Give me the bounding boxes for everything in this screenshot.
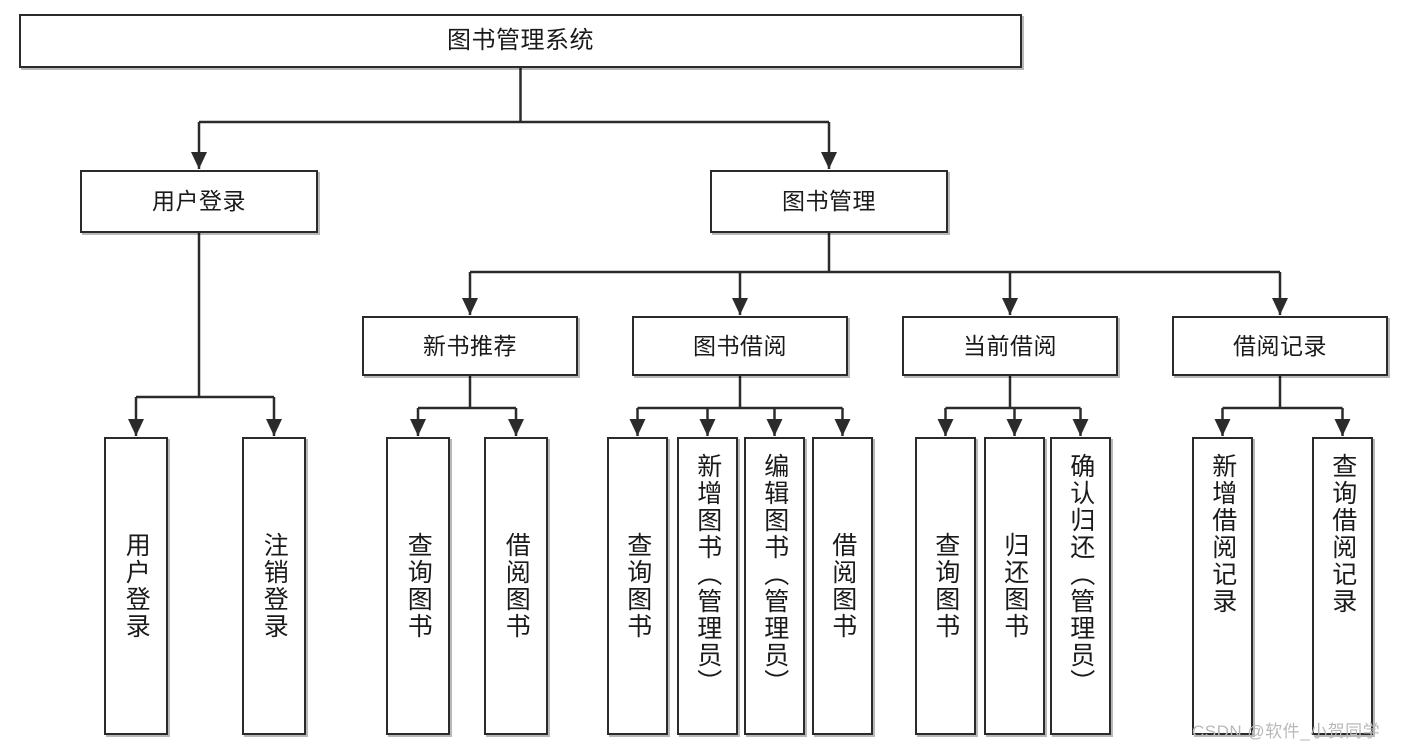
node-user-login: 用户登录 [80, 170, 318, 233]
node-label: 当前借阅 [963, 332, 1057, 359]
node-leaf-query-book-1: 查询图书 [386, 437, 450, 735]
node-leaf-user-login: 用户登录 [104, 437, 168, 735]
node-label: 借阅记录 [1233, 332, 1327, 359]
node-current-borrow: 当前借阅 [902, 316, 1118, 376]
node-label: 图书管理系统 [447, 27, 594, 55]
node-book-borrow: 图书借阅 [632, 316, 848, 376]
node-label: 编辑图书（管理员） [760, 453, 789, 696]
node-label: 新书推荐 [423, 332, 517, 359]
node-book-manage: 图书管理 [710, 170, 948, 233]
node-leaf-add-book: 新增图书（管理员） [677, 437, 738, 735]
node-leaf-query-record: 查询借阅记录 [1312, 437, 1373, 735]
node-leaf-query-book-3: 查询图书 [915, 437, 976, 735]
node-label: 确认归还（管理员） [1066, 453, 1095, 696]
node-borrow-record: 借阅记录 [1172, 316, 1388, 376]
node-leaf-borrow-book-2: 借阅图书 [812, 437, 873, 735]
node-label: 查询图书 [404, 532, 433, 640]
node-leaf-logout: 注销登录 [242, 437, 306, 735]
node-leaf-query-book-2: 查询图书 [607, 437, 668, 735]
node-label: 借阅图书 [502, 532, 531, 640]
node-label: 图书管理 [782, 188, 876, 215]
node-label: 用户登录 [152, 188, 246, 215]
node-label: 用户登录 [122, 532, 151, 640]
csdn-watermark: CSDN @软件_小贺同学 [1192, 722, 1381, 741]
node-leaf-add-record: 新增借阅记录 [1192, 437, 1253, 735]
node-new-book-rec: 新书推荐 [362, 316, 578, 376]
node-label: 归还图书 [1000, 532, 1029, 640]
node-label: 借阅图书 [828, 532, 857, 640]
node-root: 图书管理系统 [19, 14, 1022, 68]
node-leaf-confirm-return: 确认归还（管理员） [1050, 437, 1111, 735]
node-label: 注销登录 [260, 532, 289, 640]
node-label: 查询图书 [623, 532, 652, 640]
node-label: 查询借阅记录 [1328, 453, 1357, 615]
node-label: 查询图书 [931, 532, 960, 640]
node-leaf-edit-book: 编辑图书（管理员） [744, 437, 805, 735]
node-leaf-borrow-book-1: 借阅图书 [484, 437, 548, 735]
node-label: 新增借阅记录 [1208, 453, 1237, 615]
node-leaf-return-book: 归还图书 [984, 437, 1045, 735]
node-label: 新增图书（管理员） [693, 453, 722, 696]
node-label: 图书借阅 [693, 332, 787, 359]
